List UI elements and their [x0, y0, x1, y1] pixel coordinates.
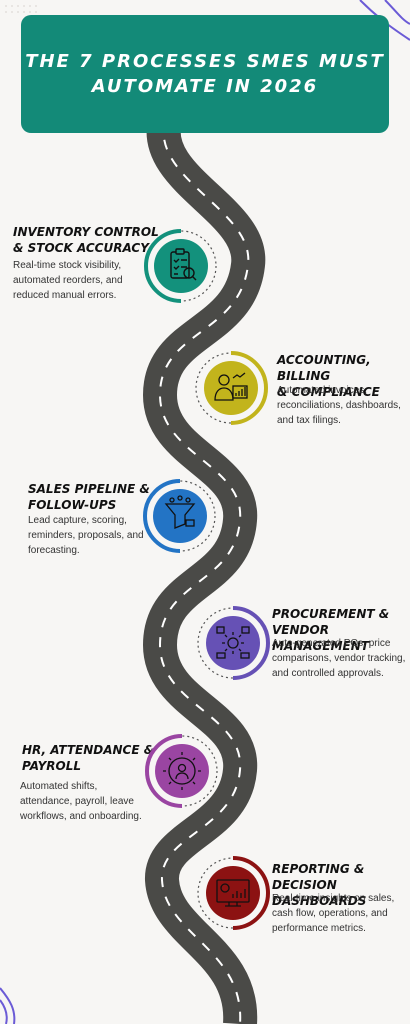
hr-title-line1: HR, ATTENDANCE &	[22, 743, 155, 757]
clipboard-check-icon	[170, 248, 197, 281]
procurement-icon-badge	[197, 606, 270, 680]
reporting-desc-line2: cash flow, operations, and	[272, 908, 388, 919]
procurement-title: PROCUREMENT & VENDOR MANAGEMENT	[272, 606, 410, 654]
inventory-icon-badge	[144, 229, 217, 303]
sales-funnel-icon	[164, 495, 196, 529]
reporting-description: Real-time insights on sales, cash flow, …	[272, 891, 394, 936]
inventory-description: Real-time stock visibility, automated re…	[13, 258, 123, 303]
supply-chain-gear-icon	[216, 626, 250, 659]
accounting-title-line2: & COMPLIANCE	[277, 385, 380, 399]
accounting-desc-line3: and tax filings.	[277, 415, 341, 426]
reporting-desc-line1: Real-time insights on sales,	[272, 893, 395, 904]
inventory-desc-line3: reduced manual errors.	[13, 290, 117, 301]
accounting-title: ACCOUNTING, BILLING & COMPLIANCE	[277, 352, 410, 400]
reporting-desc-line3: performance metrics.	[272, 923, 366, 934]
hr-title: HR, ATTENDANCE & PAYROLL	[22, 742, 154, 774]
reporting-title-line2: DASHBOARDS	[272, 894, 367, 908]
reporting-icon-badge	[197, 856, 270, 930]
accounting-title-line1: ACCOUNTING, BILLING	[277, 353, 371, 383]
reporting-title-line1: REPORTING & DECISION	[272, 862, 365, 892]
person-gear-icon	[163, 752, 201, 790]
decorative-scribble-bottom	[0, 987, 16, 1024]
page-header: THE 7 PROCESSES SMES MUST AUTOMATE IN 20…	[21, 15, 389, 133]
header-title-line1: THE 7 PROCESSES SMES MUST	[25, 51, 385, 72]
hr-icon-badge	[145, 734, 218, 808]
sales-desc-line2: reminders, proposals, and	[28, 530, 144, 541]
dashboard-monitor-icon	[216, 879, 250, 907]
procurement-desc-line3: and controlled approvals.	[272, 668, 384, 679]
sales-title-line2: FOLLOW-UPS	[28, 498, 117, 512]
hr-description: Automated shifts, attendance, payroll, l…	[20, 779, 142, 824]
accountant-chart-icon	[214, 372, 248, 401]
procurement-title-line2: VENDOR MANAGEMENT	[272, 623, 369, 653]
inventory-title-line1: INVENTORY CONTROL	[13, 225, 159, 239]
header-title-line2: AUTOMATE IN 2026	[91, 76, 319, 97]
hr-desc-line1: Automated shifts,	[20, 781, 98, 792]
sales-description: Lead capture, scoring, reminders, propos…	[28, 513, 144, 558]
accounting-description: Automated invoices, reconciliations, das…	[277, 383, 401, 428]
hr-title-line2: PAYROLL	[22, 759, 82, 773]
reporting-title: REPORTING & DECISION DASHBOARDS	[272, 861, 410, 909]
inventory-desc-line2: automated reorders, and	[13, 275, 123, 286]
sales-desc-line1: Lead capture, scoring,	[28, 515, 127, 526]
inventory-desc-line1: Real-time stock visibility,	[13, 260, 122, 271]
sales-title-line1: SALES PIPELINE &	[28, 482, 150, 496]
accounting-desc-line2: reconciliations, dashboards,	[277, 400, 401, 411]
procurement-title-line1: PROCUREMENT &	[272, 607, 390, 621]
decorative-dots	[5, 5, 37, 13]
hr-desc-line2: attendance, payroll, leave	[20, 796, 134, 807]
procurement-description: Auto-generated POs, price comparisons, v…	[272, 636, 405, 681]
procurement-desc-line2: comparisons, vendor tracking,	[272, 653, 406, 664]
sales-icon-badge	[143, 479, 216, 553]
sales-title: SALES PIPELINE & FOLLOW-UPS	[28, 481, 150, 513]
inventory-title: INVENTORY CONTROL & STOCK ACCURACY	[13, 224, 159, 256]
accounting-icon-badge	[195, 351, 268, 425]
procurement-desc-line1: Auto-generated POs, price	[272, 638, 391, 649]
accounting-desc-line1: Automated invoices,	[277, 385, 368, 396]
hr-desc-line3: workflows, and onboarding.	[20, 811, 142, 822]
inventory-title-line2: & STOCK ACCURACY	[13, 241, 149, 255]
sales-desc-line3: forecasting.	[28, 545, 80, 556]
